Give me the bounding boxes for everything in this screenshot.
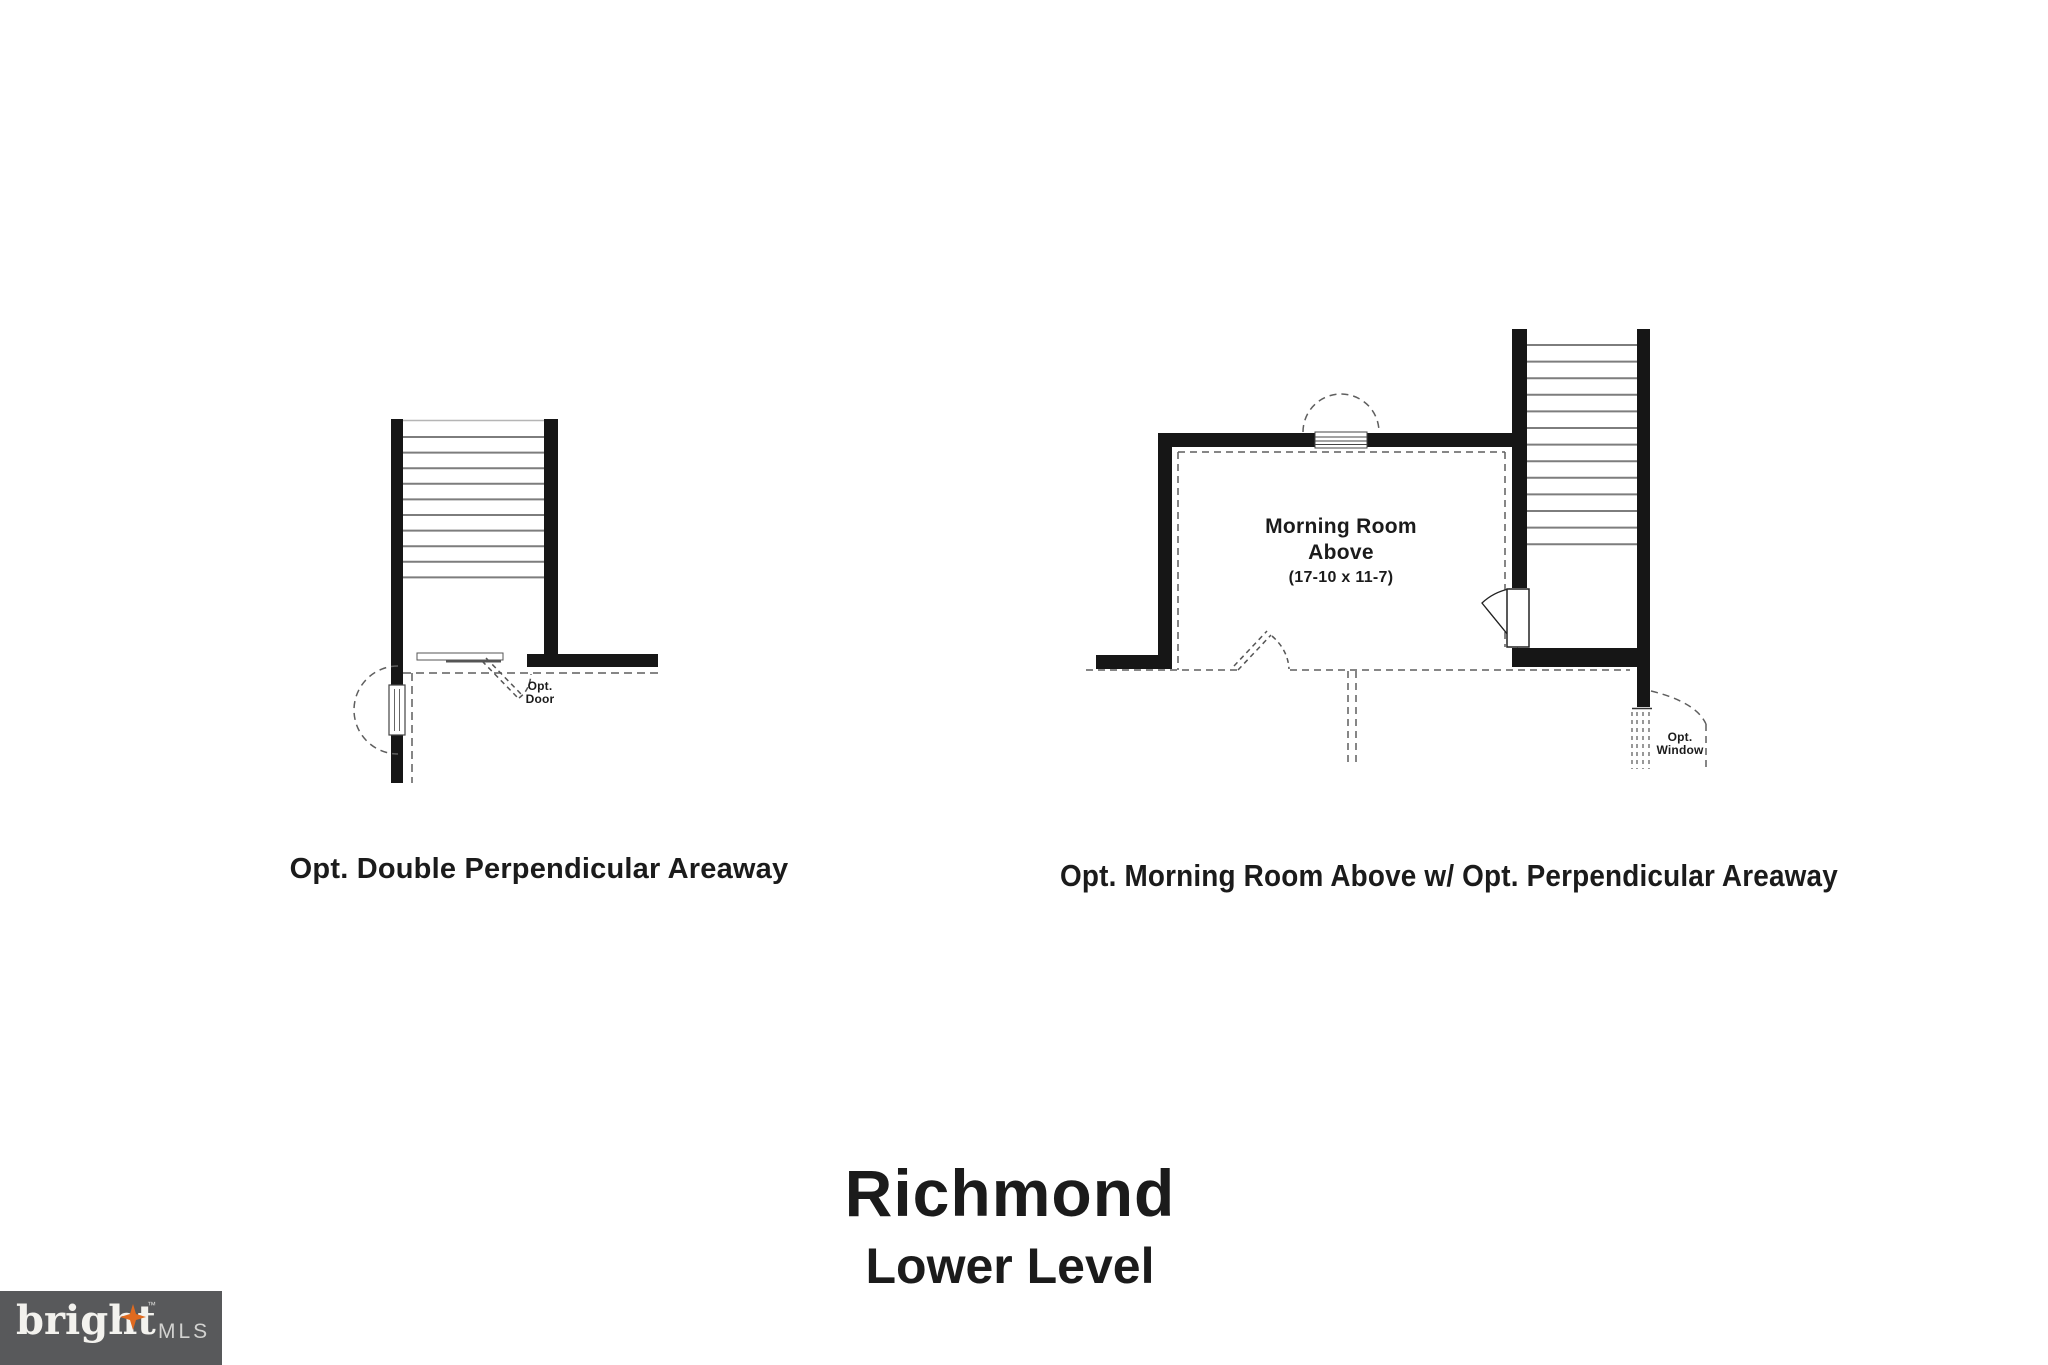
left-lower-wall-segment: [391, 735, 403, 783]
sliding-door: [416, 652, 504, 663]
opt-door-label: Opt. Door: [505, 680, 575, 706]
opt-door-label-line1: Opt.: [527, 679, 553, 693]
logo-star-icon: [120, 1304, 146, 1330]
room-entry-door: [1481, 588, 1530, 649]
room-left-wall: [1158, 433, 1172, 669]
corridor-dashed-lines: [1347, 671, 1357, 763]
opt-window-label-line2: Window: [1656, 743, 1704, 757]
room-name-line1: Morning Room: [1265, 515, 1417, 538]
logo-trademark: ™: [147, 1300, 156, 1310]
left-stair-treads: [403, 436, 544, 579]
top-wall-window: [1314, 431, 1368, 449]
opt-door-label-line2: Door: [525, 692, 555, 706]
level-name: Lower Level: [865, 1238, 1155, 1294]
left-stairwell-left-wall: [391, 419, 403, 685]
plan-name: Richmond: [844, 1156, 1176, 1230]
left-stairwell-right-wall: [544, 419, 558, 667]
sheet-title: Richmond Lower Level: [710, 1158, 1310, 1294]
top-window-dashed-arc: [1302, 393, 1380, 433]
room-bottom-right-wall: [1512, 648, 1637, 667]
opt-window-label-line1: Opt.: [1667, 730, 1693, 744]
opt-window-symbol: [1631, 690, 1707, 769]
opt-door-leaf: [481, 657, 532, 699]
bright-mls-logo: bright ™ MLS: [0, 1291, 222, 1365]
areaway-window: [388, 684, 406, 736]
left-areaway-dashed-outline: [403, 672, 658, 783]
logo-mls-text: MLS: [158, 1320, 211, 1343]
right-morning-room-diagram: [1086, 329, 1707, 769]
room-name-line2: Above: [1308, 541, 1374, 564]
morning-room-label: Morning Room Above (17-10 x 11-7): [1191, 514, 1491, 588]
stairwell-right-wall: [1637, 329, 1650, 707]
room-dimensions: (17-10 x 11-7): [1288, 569, 1394, 586]
dashed-door-swing: [1233, 630, 1290, 671]
right-diagram-caption: Opt. Morning Room Above w/ Opt. Perpendi…: [1060, 858, 1838, 893]
opt-window-label: Opt. Window: [1634, 731, 1726, 757]
right-stair-treads: [1527, 344, 1637, 546]
left-diagram-caption: Opt. Double Perpendicular Areaway: [289, 853, 789, 885]
left-areaway-diagram: [353, 419, 658, 783]
room-bottom-left-wall: [1096, 655, 1172, 669]
stairwell-left-wall: [1512, 329, 1527, 588]
left-bottom-wall: [527, 654, 658, 667]
